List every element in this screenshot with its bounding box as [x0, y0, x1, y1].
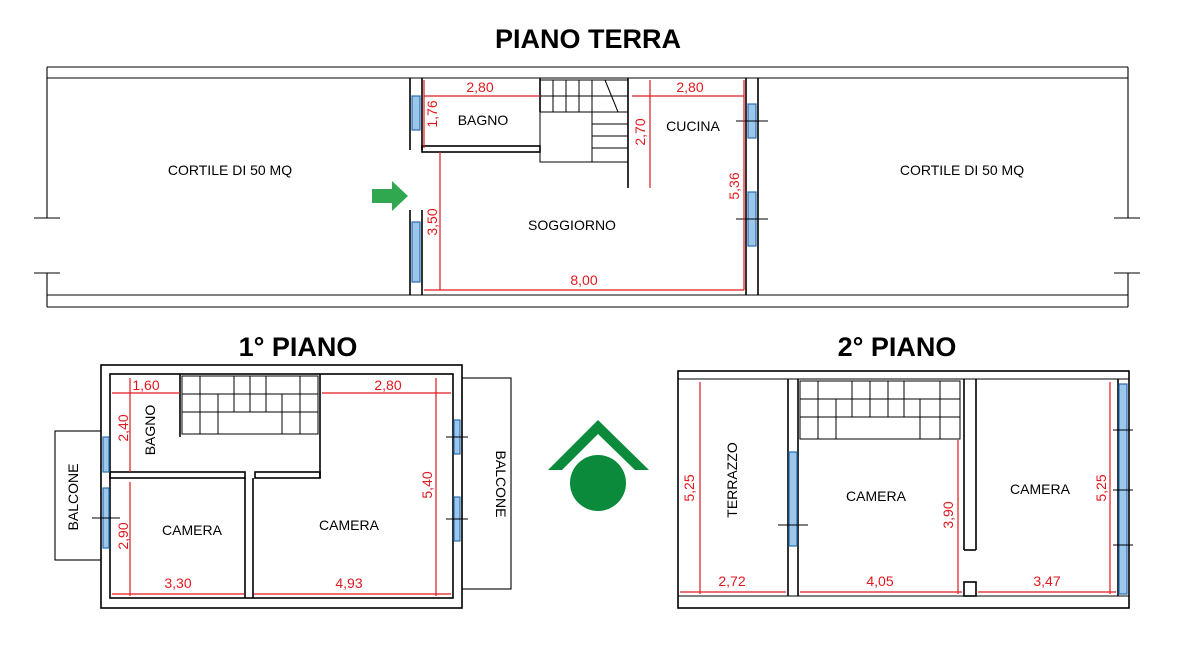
- ground-staircase: [539, 79, 629, 163]
- dim-second-mid-width: 4,05: [866, 573, 893, 589]
- agency-logo-icon: [548, 420, 649, 511]
- room-camera-first-left: CAMERA: [162, 522, 223, 538]
- balcony-left: [54, 430, 102, 561]
- dim-first-right-height: 5,40: [419, 471, 435, 498]
- title-secondo-piano: 2° PIANO: [838, 332, 957, 362]
- title-piano-terra: PIANO TERRA: [495, 24, 681, 54]
- window-second-right: [1118, 383, 1128, 595]
- dim-first-camera-right-width: 4,93: [335, 575, 362, 591]
- dim-first-bath-width: 1,60: [132, 377, 159, 393]
- room-camera-second-mid: CAMERA: [846, 488, 907, 504]
- room-soggiorno: SOGGIORNO: [528, 217, 616, 233]
- dim-kitchen-width: 2,80: [676, 79, 703, 95]
- room-cucina: CUCINA: [666, 118, 720, 134]
- title-primo-piano: 1° PIANO: [239, 332, 358, 362]
- window-bath: [411, 95, 421, 131]
- room-camera-second-right: CAMERA: [1010, 481, 1071, 497]
- dim-left-height: 3,50: [424, 208, 440, 235]
- dim-right-height: 5,36: [726, 172, 742, 199]
- dim-bath-width: 2,80: [466, 79, 493, 95]
- dim-second-terrace-width: 2,72: [718, 573, 745, 589]
- dim-first-bath-height: 2,40: [115, 414, 131, 441]
- dim-first-camera-left-width: 3,30: [164, 575, 191, 591]
- dim-second-right-height: 5,25: [1093, 474, 1109, 501]
- dim-second-mid-height: 3,90: [940, 501, 956, 528]
- first-staircase: [181, 375, 319, 435]
- room-bagno: BAGNO: [458, 112, 509, 128]
- dim-first-top-right: 2,80: [374, 377, 401, 393]
- room-balcone-right: BALCONE: [493, 451, 509, 518]
- ground-floor-plan: CORTILE DI 50 MQ CORTILE DI 50 MQ BAGNO …: [34, 66, 1140, 308]
- room-cortile-right: CORTILE DI 50 MQ: [900, 162, 1024, 178]
- room-terrazzo: TERRAZZO: [724, 442, 740, 518]
- dim-second-right-width: 3,47: [1033, 573, 1060, 589]
- dim-bath-height: 1,76: [424, 100, 440, 127]
- window-living-left: [411, 221, 421, 283]
- dim-first-left-height: 2,90: [115, 522, 131, 549]
- room-balcone-left: BALCONE: [65, 464, 81, 531]
- dim-stair-height: 2,70: [632, 118, 648, 145]
- room-bagno-first: BAGNO: [142, 405, 158, 456]
- window-first-bath: [102, 436, 110, 473]
- balcony-right: [461, 377, 512, 590]
- entrance-arrow-icon: [372, 181, 408, 211]
- first-floor-plan: BALCONE BALCONE BAGNO CAMERA CAMERA 1,60…: [54, 364, 512, 609]
- room-camera-first-right: CAMERA: [319, 517, 380, 533]
- dim-total-width: 8,00: [570, 272, 597, 288]
- second-staircase: [799, 380, 961, 440]
- room-cortile-left: CORTILE DI 50 MQ: [168, 162, 292, 178]
- second-floor-plan: TERRAZZO CAMERA CAMERA 5,25 3,90 5,25 2,…: [677, 370, 1133, 609]
- window-second-terrace: [788, 451, 798, 547]
- dim-second-terrace-height: 5,25: [681, 474, 697, 501]
